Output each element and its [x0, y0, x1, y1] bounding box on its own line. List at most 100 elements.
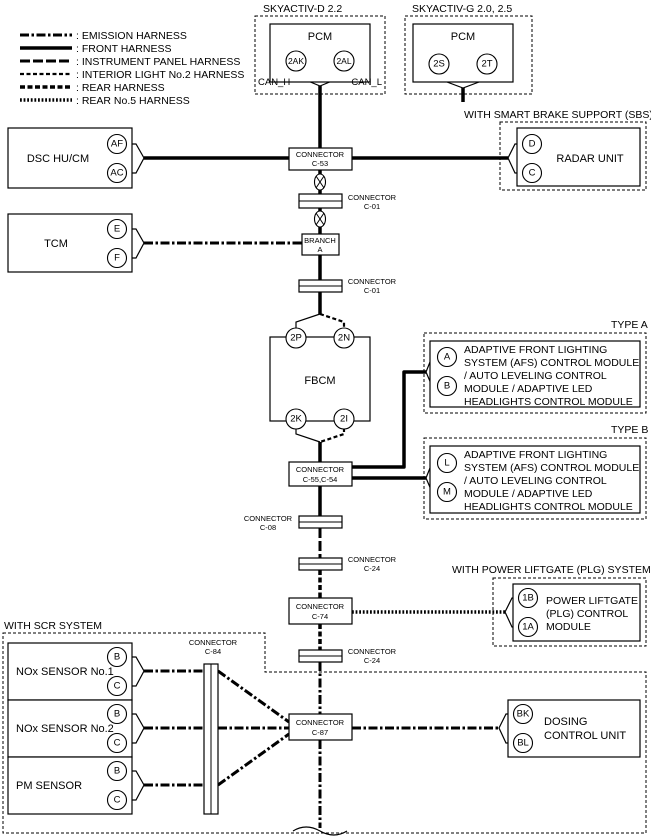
connector-c84: CONNECTOR C-84 [189, 638, 238, 815]
legend-label-rear: : REAR HARNESS [76, 82, 165, 94]
fbcm-box [269, 336, 371, 422]
pm-pin-b [106, 760, 128, 782]
radar-module: RADAR UNIT D C [516, 127, 641, 187]
group-scr-frame [2, 632, 647, 834]
tcm-pin-f-label: F [114, 253, 120, 264]
nox1-pin-b-label: B [114, 652, 120, 663]
afs-a-name-line-4: MODULE / ADAPTIVE LED [464, 383, 593, 395]
dosing-pin-bk-label: BK [517, 709, 530, 720]
wire-c01-to-fbcm [295, 292, 346, 330]
pcm-g-pin-2t-label: 2T [481, 59, 492, 70]
nox2-pin-b [106, 703, 128, 725]
afs-b-name-line-3: / AUTO LEVELING CONTROL [464, 475, 607, 487]
tcm-name: TCM [44, 238, 68, 250]
connector-c01-lower-code: C-01 [364, 286, 380, 295]
pm-module: PM SENSOR B C [7, 756, 133, 815]
connector-c87-title: CONNECTOR [296, 718, 345, 727]
legend-label-rear5: : REAR No.5 HARNESS [76, 95, 190, 107]
nox2-pin-b-label: B [114, 709, 120, 720]
fbcm-pin-2p [285, 327, 307, 349]
branch-a: BRANCH A [301, 233, 340, 256]
group-type-a-frame [423, 332, 647, 414]
dsc-pin-af [106, 133, 128, 155]
tcm-pin-e-label: E [114, 224, 120, 235]
afs-b-box [429, 445, 641, 514]
pm-name: PM SENSOR [16, 780, 82, 792]
group-plg-label: WITH POWER LIFTGATE (PLG) SYSTEM [452, 564, 651, 576]
connector-c87: CONNECTOR C-87 [288, 713, 353, 741]
connector-c53: CONNECTOR C-53 [288, 147, 353, 171]
plg-pin-1b-label: 1B [522, 593, 534, 604]
connector-c24-lower-title: CONNECTOR [348, 647, 397, 656]
afs-b-name-line-4: MODULE / ADAPTIVE LED [464, 488, 593, 500]
connector-c53-code: C-53 [312, 159, 328, 168]
connector-c55-c54-code: C-55,C-54 [303, 475, 338, 484]
connector-c08-code: C-08 [260, 523, 276, 532]
dosing-name-line-1: DOSING [544, 716, 587, 728]
branch-a-code: A [317, 245, 322, 254]
dsc-pin-ac-label: AC [110, 168, 123, 179]
legend-label-interior: : INTERIOR LIGHT No.2 HARNESS [76, 69, 244, 81]
wire-c87-continuation [292, 740, 348, 836]
legend-label-instrument: : INSTRUMENT PANEL HARNESS [76, 56, 240, 68]
afs-a-name-line-5: HEADLIGHTS CONTROL MODULE [464, 396, 633, 408]
connector-c84-code: C-84 [205, 647, 221, 656]
connector-c24-upper-title: CONNECTOR [348, 555, 397, 564]
connector-c74-code: C-74 [312, 612, 328, 621]
connector-c08: CONNECTOR C-08 [244, 514, 343, 532]
wire-pm-to-c84 [126, 770, 204, 801]
fbcm-pin-2n [333, 327, 355, 349]
group-scr-label: WITH SCR SYSTEM [4, 620, 102, 632]
wire-c84-to-c87 [217, 669, 290, 787]
plg-module: POWER LIFTGATE (PLG) CONTROL MODULE 1B 1… [512, 583, 641, 642]
wire-nox2-to-c84 [126, 713, 204, 744]
group-skyactiv-d-label: SKYACTIV-D 2.2 [263, 3, 342, 15]
afs-b-name-line-5: HEADLIGHTS CONTROL MODULE [464, 501, 633, 513]
pcm-g-pin-2s [428, 53, 450, 75]
connector-c01-upper: CONNECTOR C-01 [298, 193, 397, 211]
nox2-module: NOx SENSOR No.2 B C [7, 699, 133, 758]
dosing-module: DOSING CONTROL UNIT BK BL [507, 699, 641, 758]
pcm-d-pin-2al-label: 2AL [336, 56, 351, 66]
dosing-pin-bl [512, 732, 534, 754]
nox2-name: NOx SENSOR No.2 [16, 723, 114, 735]
connector-c84-title: CONNECTOR [189, 638, 238, 647]
plg-name-line-2: (PLG) CONTROL [546, 608, 628, 620]
connector-c74-title: CONNECTOR [296, 602, 345, 611]
dsc-module: DSC HU/CM AF AC [7, 127, 133, 189]
afs-a-pin-a [436, 346, 458, 368]
pcm-d-pin-2ak [285, 50, 307, 72]
afs-a-box [429, 340, 641, 408]
pm-pin-c [106, 789, 128, 811]
can-h-label: CAN_H [258, 77, 290, 88]
pcm-d-pin-2ak-label: 2AK [288, 56, 304, 66]
nox1-pin-c [106, 675, 128, 697]
dsc-name: DSC HU/CM [27, 153, 89, 165]
legend-label-front: : FRONT HARNESS [76, 43, 171, 55]
group-sbs-frame [499, 121, 647, 191]
fbcm-pin-2k [285, 408, 307, 430]
pcm-g-name: PCM [451, 31, 475, 43]
wire-c74-to-plg [352, 597, 519, 628]
tcm-pin-e [106, 218, 128, 240]
wire-fbcm-to-c5554 [295, 428, 346, 462]
pcm-d-module: PCM 2AK 2AL CAN_H CAN_L [258, 23, 382, 88]
dosing-pin-bl-label: BL [517, 738, 529, 749]
afs-b-pin-l [436, 452, 458, 474]
radar-pin-d [521, 133, 543, 155]
connector-c08-title: CONNECTOR [244, 514, 293, 523]
can-l-label: CAN_L [351, 77, 382, 88]
afs-a-name-line-2: SYSTEM (AFS) CONTROL MODULE [464, 357, 639, 369]
radar-pin-d-label: D [529, 139, 536, 150]
afs-a-pin-b-label: B [444, 381, 450, 392]
afs-b-name-line-1: ADAPTIVE FRONT LIGHTING [464, 449, 607, 461]
plg-pin-1a-label: 1A [522, 622, 534, 633]
connector-c24-upper-code: C-24 [364, 564, 380, 573]
nox2-pin-c-label: C [114, 738, 121, 749]
group-type-b-label: TYPE B [611, 424, 648, 436]
fbcm-pin-2k-label: 2K [290, 414, 302, 425]
nox1-pin-b [106, 646, 128, 668]
fbcm-module: FBCM 2P 2N 2K 2I [269, 327, 371, 430]
fbcm-pin-2p-label: 2P [290, 333, 302, 344]
